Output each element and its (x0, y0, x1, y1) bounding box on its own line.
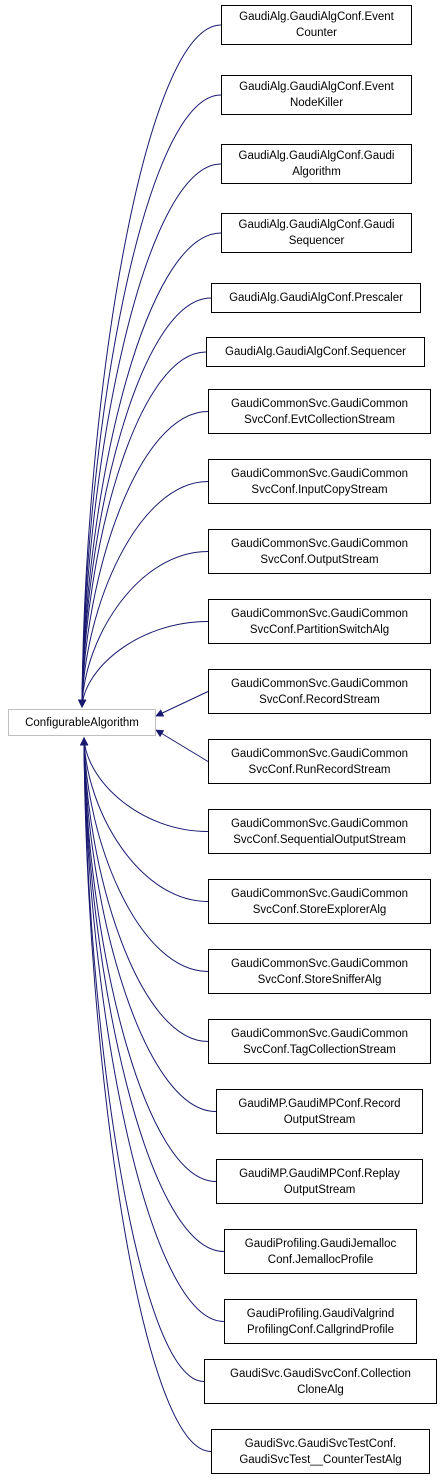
node-label-line: GaudiCommonSvc.GaudiCommon (230, 957, 409, 970)
node-gaudialg-gaudialgconf-prescaler[interactable]: GaudiAlg.GaudiAlgConf.Prescaler (211, 283, 421, 313)
inheritance-edge (78, 551, 209, 708)
node-label-line: GaudiMP.GaudiMPConf.Record (238, 1097, 401, 1110)
inheritance-edge (78, 24, 222, 708)
node-label-line: GaudiCommonSvc.GaudiCommon (230, 397, 409, 410)
inheritance-edge (78, 621, 209, 708)
node-label-line: Algorithm (292, 166, 341, 178)
node-label-line: GaudiMP.GaudiMPConf.Replay (239, 1167, 400, 1180)
node-label-line: SvcConf.EvtCollectionStream (244, 413, 395, 426)
node-configurable-algorithm[interactable]: ConfigurableAlgorithm (8, 709, 156, 736)
node-label-line: SvcConf.OutputStream (260, 553, 379, 566)
inheritance-edge (80, 737, 225, 1252)
inheritance-edge (155, 691, 209, 717)
inheritance-edge (78, 351, 207, 708)
node-label-line: OutputStream (283, 1113, 356, 1126)
node-gaudisvc-gaudisvctestconf-gaudisvctest-countertestalg[interactable]: GaudiSvc.GaudiSvcTestConf. GaudiSvcTest__… (211, 1429, 430, 1474)
inheritance-edge (80, 737, 209, 972)
inheritance-edge (78, 232, 222, 708)
node-gaudialg-gaudialgconf-sequencer[interactable]: GaudiAlg.GaudiAlgConf.Sequencer (206, 337, 425, 367)
inheritance-edge (78, 94, 222, 708)
node-label-line: Sequencer (288, 235, 345, 247)
inheritance-edge (78, 411, 209, 708)
node-label-line: GaudiSvc.GaudiSvcConf.Collection (230, 1367, 411, 1380)
node-label-line: SvcConf.RunRecordStream (248, 763, 391, 776)
node-label-line: GaudiSvcTest__CounterTestAlg (239, 1453, 402, 1466)
node-label-line: SvcConf.StoreExplorerAlg (252, 903, 387, 916)
inheritance-edge (78, 297, 212, 708)
node-label: ConfigurableAlgorithm (25, 716, 139, 729)
node-label-line: SvcConf.StoreSnifferAlg (257, 973, 382, 986)
inheritance-edge (80, 737, 205, 1382)
node-label-line: OutputStream (283, 1183, 356, 1196)
node-label-line: GaudiAlg.GaudiAlgConf.Sequencer (225, 346, 406, 358)
inheritance-edge (80, 737, 209, 832)
node-label-line: GaudiAlg.GaudiAlgConf.Prescaler (229, 292, 403, 304)
inheritance-edge (80, 737, 209, 902)
node-label-line: GaudiSvc.GaudiSvcTestConf. (244, 1437, 397, 1450)
node-label-line: SvcConf.SequentialOutputStream (233, 833, 406, 846)
node-label-line: ProfilingConf.CallgrindProfile (246, 1323, 394, 1336)
inheritance-edge (78, 481, 209, 708)
node-label-line: GaudiCommonSvc.GaudiCommon (230, 537, 409, 550)
node-label-line: Counter (296, 27, 337, 39)
node-label-line: GaudiCommonSvc.GaudiCommon (230, 747, 409, 760)
node-label-line: SvcConf.TagCollectionStream (243, 1043, 396, 1056)
node-label-line: SvcConf.PartitionSwitchAlg (249, 623, 390, 636)
node-label-line: GaudiCommonSvc.GaudiCommon (230, 677, 409, 690)
node-label-line: SvcConf.InputCopyStream (251, 483, 388, 496)
node-label-line: Conf.JemallocProfile (267, 1253, 374, 1266)
inheritance-edge (80, 737, 217, 1182)
node-label-line: GaudiAlg.GaudiAlgConf.Event (239, 81, 394, 93)
node-label-line: GaudiCommonSvc.GaudiCommon (230, 607, 409, 620)
node-label-line: GaudiProfiling.GaudiValgrind (246, 1307, 395, 1320)
node-label-line: GaudiAlg.GaudiAlgConf.Event (239, 11, 394, 23)
node-label-line: GaudiAlg.GaudiAlgConf.Gaudi (238, 150, 395, 162)
inheritance-edge (80, 737, 217, 1112)
inheritance-edge (155, 729, 209, 762)
inheritance-edge (78, 163, 222, 708)
node-label-line: GaudiCommonSvc.GaudiCommon (230, 887, 409, 900)
inheritance-edge (80, 737, 212, 1452)
node-label-line: GaudiCommonSvc.GaudiCommon (230, 1027, 409, 1040)
node-label-line: GaudiAlg.GaudiAlgConf.Gaudi (238, 219, 395, 231)
node-label-line: NodeKiller (289, 97, 344, 109)
node-label-line: GaudiCommonSvc.GaudiCommon (230, 467, 409, 480)
node-label-line: SvcConf.RecordStream (259, 693, 380, 706)
node-label-line: CloneAlg (297, 1383, 344, 1396)
inheritance-edge (80, 737, 209, 1042)
inheritance-edge (80, 737, 225, 1322)
node-label-line: GaudiCommonSvc.GaudiCommon (230, 817, 409, 830)
node-label-line: GaudiProfiling.GaudiJemalloc (244, 1237, 397, 1250)
